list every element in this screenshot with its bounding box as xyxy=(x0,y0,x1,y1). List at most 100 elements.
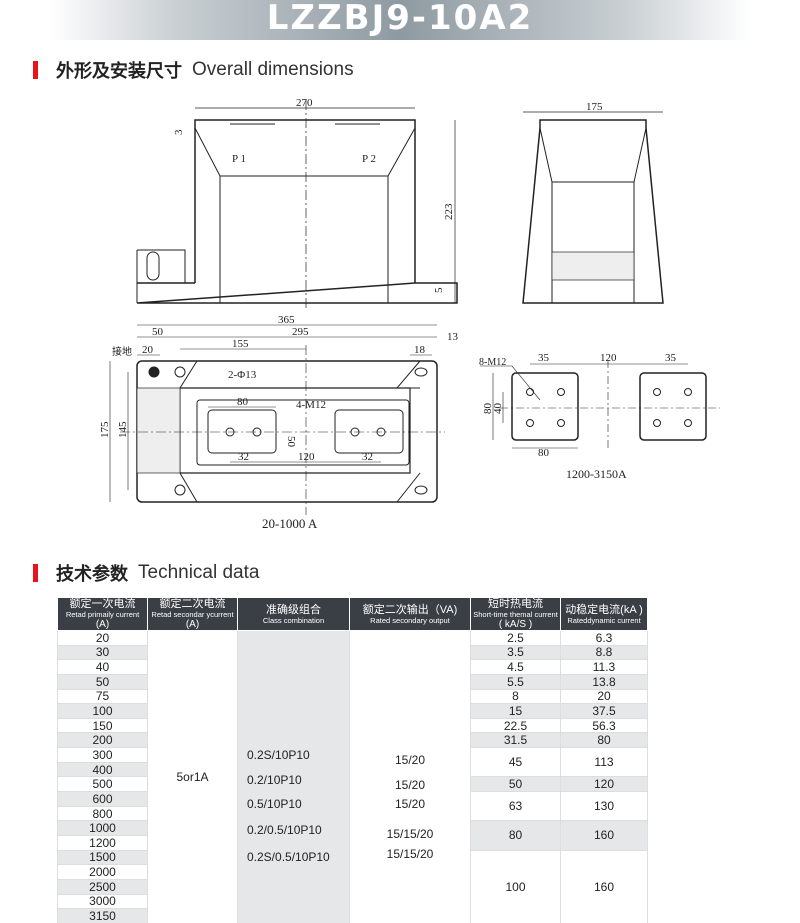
section-header-dimensions: 外形及安装尺寸 Overall dimensions xyxy=(33,59,354,82)
dim-295: 295 xyxy=(292,326,309,338)
primary-current: 50 xyxy=(57,673,148,690)
front-view: 270 223 3 5 P 1 P 2 xyxy=(136,97,458,310)
dim-80: 80 xyxy=(237,396,249,408)
section-marker xyxy=(33,61,38,79)
secondary-current: 5or1A xyxy=(147,630,238,923)
output-item: 15/20 xyxy=(394,778,426,792)
primary-current: 20 xyxy=(57,630,148,646)
caption-1200-3150a: 1200-3150A xyxy=(566,467,627,481)
product-title: LZZBJ9-10A2 xyxy=(266,0,534,38)
dim-front-base: 5 xyxy=(433,287,445,293)
dim-front-height: 223 xyxy=(443,203,455,220)
table-row: 3150 xyxy=(57,908,648,923)
primary-current: 200 xyxy=(57,732,148,749)
thermal-current: 50 xyxy=(470,776,561,793)
dynamic-current: 113 xyxy=(560,747,648,778)
thermal-current: 8 xyxy=(470,688,561,705)
dim-175: 175 xyxy=(99,421,111,438)
plan-view: 365 295 50 155 20 18 13 175 145 80 50 32… xyxy=(99,314,459,531)
dim-32a: 32 xyxy=(238,451,249,463)
class-item: 0.2S/0.5/10P10 xyxy=(247,850,330,864)
label-p1: P 1 xyxy=(232,153,246,165)
primary-current: 2000 xyxy=(57,864,148,880)
dim-front-width: 270 xyxy=(296,97,313,109)
class-item: 0.2S/10P10 xyxy=(247,748,310,762)
column-header: 额定二次输出（VA)Rated secondary output xyxy=(349,597,471,631)
dynamic-current: 37.5 xyxy=(560,703,648,719)
dim-terminal-120: 120 xyxy=(600,352,617,364)
dynamic-current: 160 xyxy=(560,820,648,851)
primary-current: 100 xyxy=(57,703,148,719)
side-view: 175 xyxy=(522,101,664,304)
dynamic-current: 8.8 xyxy=(560,644,648,661)
primary-current: 1500 xyxy=(57,849,148,866)
dim-120: 120 xyxy=(298,451,315,463)
thermal-current: 80 xyxy=(470,820,561,851)
dynamic-current: 20 xyxy=(560,688,648,705)
label-p2: P 2 xyxy=(362,153,376,165)
section-title-en: Overall dimensions xyxy=(192,59,354,80)
primary-current: 300 xyxy=(57,747,148,763)
dim-80v: 80 xyxy=(482,403,494,415)
primary-current: 3150 xyxy=(57,908,148,923)
primary-current: 75 xyxy=(57,688,148,705)
class-item: 0.2/10P10 xyxy=(247,773,302,787)
primary-current: 150 xyxy=(57,717,148,734)
output-item: 15/20 xyxy=(394,797,426,811)
dim-365: 365 xyxy=(278,314,295,326)
primary-current: 2500 xyxy=(57,878,148,895)
dynamic-current: 13.8 xyxy=(560,673,648,690)
table-row: 2500 xyxy=(57,878,648,895)
column-header: 动稳定电流(kA )Rateddynamic current xyxy=(560,597,648,631)
primary-current: 40 xyxy=(57,659,148,675)
dynamic-current: 160 xyxy=(560,849,648,923)
section-title-en: Technical data xyxy=(138,562,260,583)
label-ground: 接地 xyxy=(112,345,132,358)
dynamic-current: 80 xyxy=(560,732,648,749)
dynamic-current: 11.3 xyxy=(560,659,648,675)
primary-current: 1200 xyxy=(57,834,148,851)
dim-155: 155 xyxy=(232,338,249,350)
caption-20-1000a: 20-1000 A xyxy=(262,516,318,531)
label-8-m12: 8-M12 xyxy=(479,357,506,368)
dim-32b: 32 xyxy=(362,451,373,463)
primary-current: 600 xyxy=(57,791,148,807)
table-row: 400 xyxy=(57,761,648,778)
output-item: 15/20 xyxy=(394,753,426,767)
dynamic-current: 120 xyxy=(560,776,648,793)
class-item: 0.2/0.5/10P10 xyxy=(247,823,322,837)
section-title-cn: 外形及安装尺寸 xyxy=(56,61,182,82)
dynamic-current: 130 xyxy=(560,791,648,822)
table-row: 2000 xyxy=(57,864,648,880)
class-item: 0.5/10P10 xyxy=(247,797,302,811)
dim-40: 40 xyxy=(492,403,504,415)
primary-current: 800 xyxy=(57,805,148,822)
primary-current: 3000 xyxy=(57,893,148,910)
dim-35b: 35 xyxy=(665,352,677,364)
dimension-drawings: 270 223 3 5 P 1 P 2 175 365 295 50 155 2… xyxy=(99,97,720,531)
label-holes: 2-Φ13 xyxy=(228,369,257,381)
dim-side-width: 175 xyxy=(586,101,603,113)
output-item: 15/15/20 xyxy=(386,847,434,861)
thermal-current: 45 xyxy=(470,747,561,778)
table-row: 1200 xyxy=(57,834,648,851)
thermal-current: 100 xyxy=(470,849,561,923)
dynamic-current: 6.3 xyxy=(560,630,648,646)
thermal-current: 31.5 xyxy=(470,732,561,749)
dim-terminal-80: 80 xyxy=(538,447,550,459)
